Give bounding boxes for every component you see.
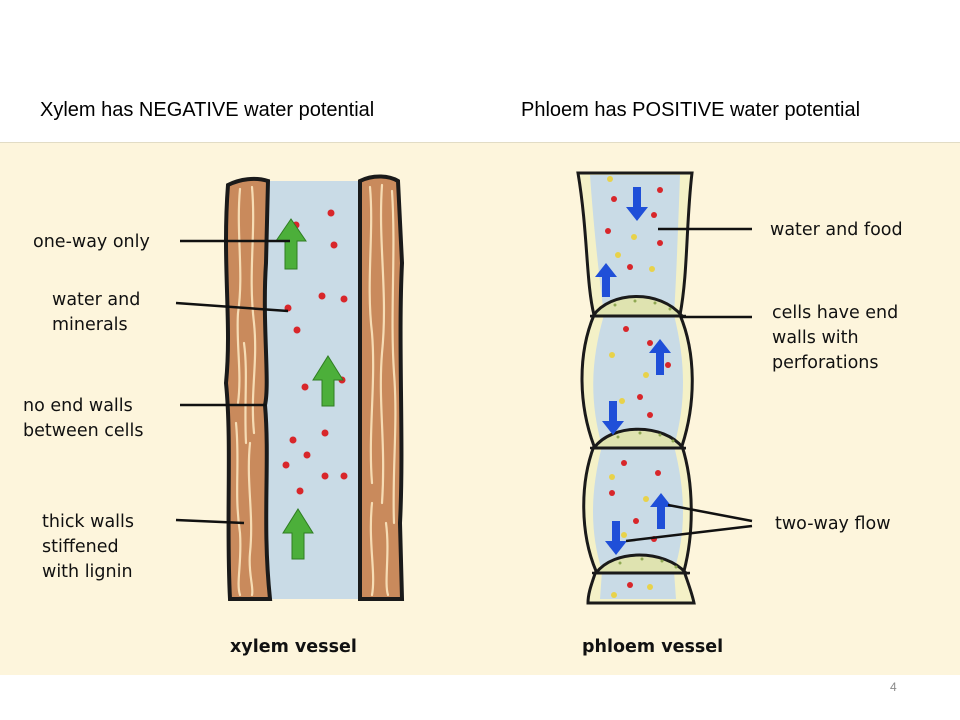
label-water-and-food: water and food bbox=[770, 220, 903, 240]
label-one-way-only: one-way only bbox=[33, 232, 150, 252]
sieve-plate-pores bbox=[613, 299, 678, 569]
label-water-and-minerals-1: water and bbox=[52, 290, 140, 310]
blue-arrow-up-icon bbox=[650, 493, 672, 529]
phloem-vessel bbox=[576, 171, 753, 605]
label-no-end-walls-1: no end walls bbox=[23, 396, 133, 416]
vessel-diagram: one-way only water and minerals no end w… bbox=[0, 142, 960, 675]
xylem-heading: Xylem has NEGATIVE water potential bbox=[40, 99, 375, 121]
blue-arrow-up-icon bbox=[649, 339, 671, 375]
label-two-way-flow: two-way flow bbox=[775, 514, 891, 534]
phloem-heading: Phloem has POSITIVE water potential bbox=[521, 99, 861, 121]
blue-arrow-down-icon bbox=[605, 521, 627, 555]
blue-arrow-up-icon bbox=[595, 263, 617, 297]
blue-arrow-down-icon bbox=[602, 401, 624, 435]
label-thick-walls-1: thick walls bbox=[42, 512, 134, 532]
label-end-walls-1: cells have end bbox=[772, 303, 898, 323]
phloem-leader-lines bbox=[625, 227, 753, 543]
xylem-lumen bbox=[266, 181, 360, 599]
cell-end-lines bbox=[590, 314, 690, 575]
xylem-vessel bbox=[175, 174, 405, 601]
label-water-and-minerals-2: minerals bbox=[52, 315, 128, 335]
phloem-flow-arrows bbox=[595, 187, 672, 555]
phloem-food-dots-red bbox=[605, 187, 671, 588]
xylem-mineral-dots bbox=[282, 209, 348, 495]
phloem-labels: water and food cells have end walls with… bbox=[582, 220, 903, 657]
label-no-end-walls-2: between cells bbox=[23, 421, 143, 441]
blue-arrow-down-icon bbox=[626, 187, 648, 221]
label-thick-walls-2: stiffened bbox=[42, 537, 119, 557]
slide-number: 4 bbox=[890, 680, 897, 694]
label-end-walls-2: walls with bbox=[772, 328, 859, 348]
label-thick-walls-3: with lignin bbox=[42, 562, 133, 582]
phloem-food-dots-yellow bbox=[607, 176, 655, 598]
xylem-leader-lines bbox=[175, 239, 290, 525]
xylem-labels: one-way only water and minerals no end w… bbox=[23, 232, 357, 657]
lignin-streaks bbox=[234, 183, 397, 597]
green-arrow-up-icon bbox=[282, 508, 314, 560]
caption-xylem-vessel: xylem vessel bbox=[230, 637, 357, 657]
xylem-flow-arrows bbox=[275, 218, 344, 560]
label-end-walls-3: perforations bbox=[772, 353, 879, 373]
green-arrow-up-icon bbox=[312, 355, 344, 407]
caption-phloem-vessel: phloem vessel bbox=[582, 637, 723, 657]
